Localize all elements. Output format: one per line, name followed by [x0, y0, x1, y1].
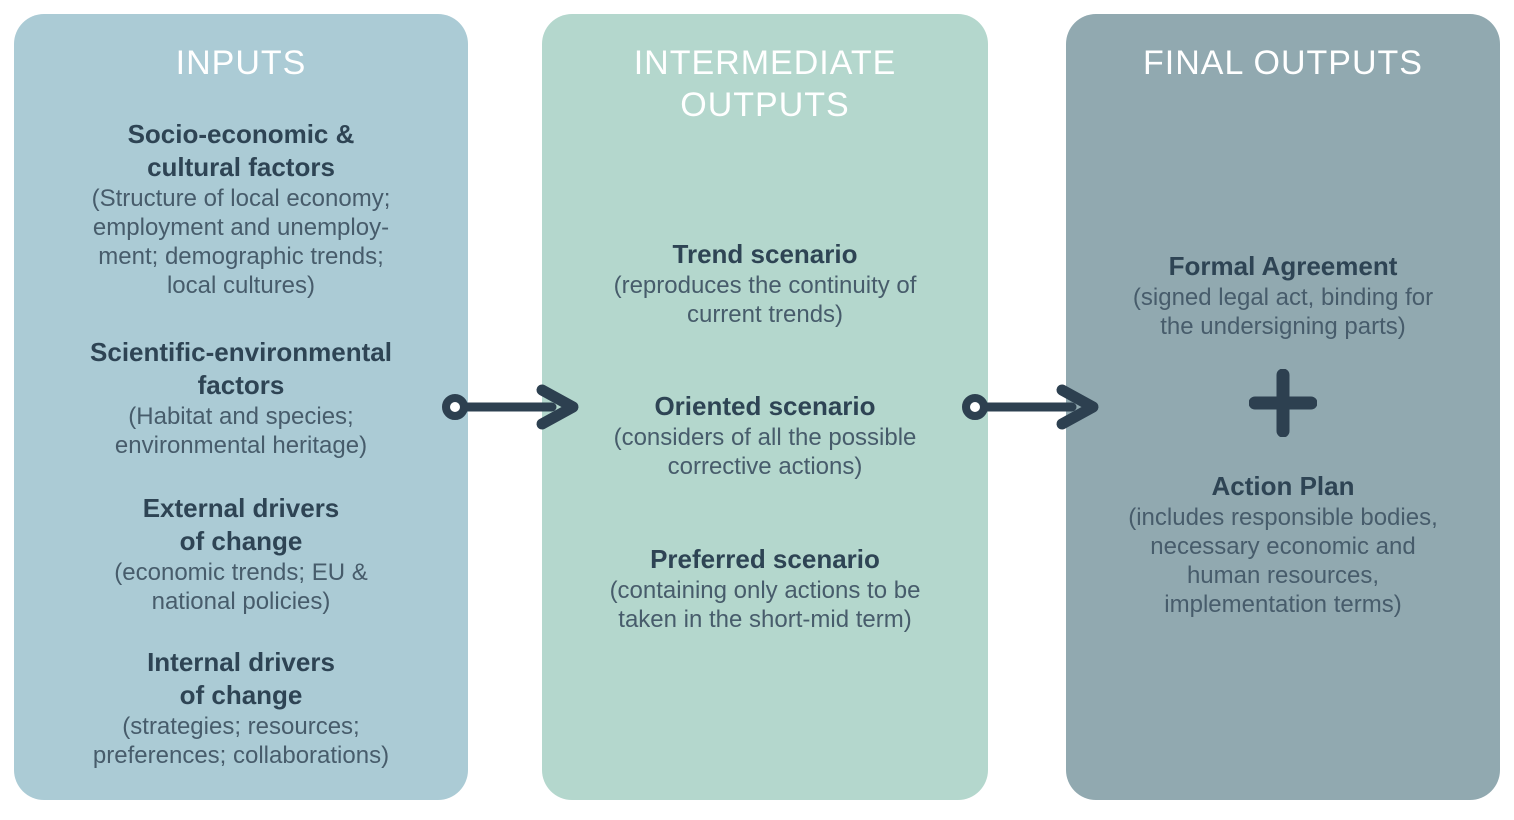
item-heading: Preferred scenario	[650, 544, 880, 574]
item-heading: Internal drivers of change	[147, 647, 335, 710]
item-detail: (Structure of local economy; employment …	[91, 185, 391, 299]
item-detail: (reproduces the continuity of current tr…	[613, 272, 917, 328]
input-item-scientific-environmental: Scientific-environmental factors (Habita…	[14, 336, 468, 460]
plus-separator	[1066, 368, 1500, 442]
panel-final-outputs: FINAL OUTPUTS Formal Agreement (signed l…	[1066, 14, 1500, 800]
item-detail: (signed legal act, binding for the under…	[1132, 284, 1434, 340]
input-item-external-drivers: External drivers of change (economic tre…	[14, 492, 468, 616]
item-detail: (economic trends; EU & national policies…	[114, 559, 368, 615]
flow-arrow-icon	[442, 384, 579, 430]
item-detail: (Habitat and species; environmental heri…	[114, 403, 368, 459]
item-heading: Oriented scenario	[654, 391, 876, 421]
panel-inputs-title: INPUTS	[175, 44, 307, 82]
intermediate-item-preferred-scenario: Preferred scenario (containing only acti…	[542, 543, 988, 634]
item-heading: Socio-economic & cultural factors	[127, 119, 355, 182]
panel-final-outputs-title: FINAL OUTPUTS	[1143, 44, 1423, 82]
item-detail: (strategies; resources; preferences; col…	[92, 713, 390, 769]
final-item-formal-agreement: Formal Agreement (signed legal act, bind…	[1066, 250, 1500, 341]
item-heading: Formal Agreement	[1168, 251, 1398, 281]
intermediate-item-trend-scenario: Trend scenario (reproduces the continuit…	[542, 238, 988, 329]
item-heading: Action Plan	[1211, 471, 1355, 501]
final-item-action-plan: Action Plan (includes responsible bodies…	[1066, 470, 1500, 619]
intermediate-item-oriented-scenario: Oriented scenario (considers of all the …	[542, 390, 988, 481]
item-heading: External drivers of change	[142, 493, 340, 556]
item-detail: (includes responsible bodies, necessary …	[1128, 504, 1438, 618]
item-heading: Trend scenario	[672, 239, 858, 269]
input-item-socio-economic: Socio-economic & cultural factors (Struc…	[14, 118, 468, 300]
plus-icon	[1248, 368, 1318, 438]
panel-intermediate-outputs-title: INTERMEDIATE OUTPUTS	[633, 44, 897, 124]
item-detail: (considers of all the possible correctiv…	[613, 424, 917, 480]
item-heading: Scientific-environmental factors	[90, 337, 392, 400]
item-detail: (containing only actions to be taken in …	[609, 577, 921, 633]
input-item-internal-drivers: Internal drivers of change (strategies; …	[14, 646, 468, 770]
flow-arrow-icon	[962, 384, 1099, 430]
panel-intermediate-outputs: INTERMEDIATE OUTPUTS Trend scenario (rep…	[542, 14, 988, 800]
panel-inputs: INPUTS Socio-economic & cultural factors…	[14, 14, 468, 800]
